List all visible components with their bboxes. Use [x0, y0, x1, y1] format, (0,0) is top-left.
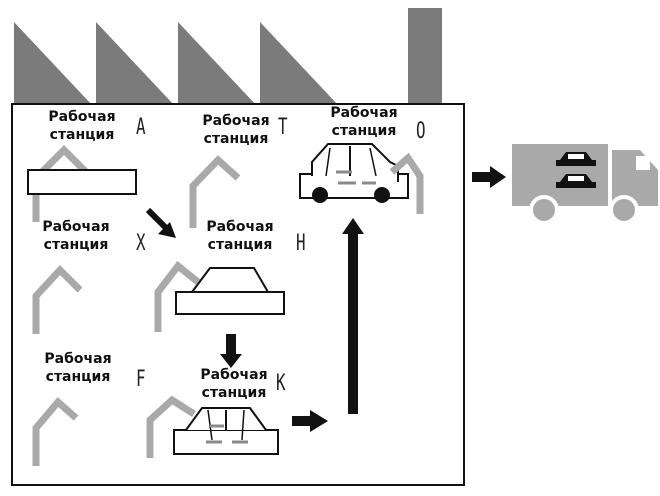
station-letter-k: K — [276, 371, 286, 396]
factory-roof — [14, 8, 442, 105]
station-label-f: Рабочая станция — [44, 350, 111, 386]
finished-car-o — [299, 143, 409, 203]
arrow-a-to-h — [145, 207, 176, 238]
station-letter-x: X — [136, 231, 146, 256]
roof-tooth-3 — [178, 22, 256, 105]
robot-arm-h — [154, 261, 201, 332]
station-label-h: Рабочая станция — [206, 218, 273, 254]
station-label-o: Рабочая станция — [330, 104, 397, 140]
station-letter-a: A — [136, 115, 146, 140]
delivery-truck — [512, 144, 658, 225]
station-o-line1: Рабочая — [330, 105, 398, 121]
arrow-h-to-k — [220, 334, 242, 368]
platform-a — [27, 169, 137, 195]
robot-arm-x — [32, 264, 83, 334]
station-letter-t: T — [278, 115, 288, 140]
arrow-up-to-o — [342, 218, 364, 414]
arrow-k-right — [292, 410, 328, 432]
car-shell-h — [175, 267, 285, 315]
robot-arm-k — [146, 395, 196, 458]
station-f-line2: станция — [45, 369, 111, 385]
car-frame-k — [173, 407, 279, 455]
station-h-line2: станция — [207, 237, 273, 253]
station-letter-f: F — [136, 367, 146, 392]
station-x-line1: Рабочая — [42, 219, 110, 235]
station-label-k: Рабочая станция — [200, 366, 267, 402]
factory-chimney — [408, 8, 442, 105]
robot-arm-o — [389, 152, 424, 214]
arrow-to-truck — [472, 166, 506, 188]
station-f-line1: Рабочая — [44, 351, 112, 367]
station-t-line1: Рабочая — [202, 113, 270, 129]
roof-tooth-4 — [260, 22, 338, 105]
station-k-line2: станция — [201, 385, 267, 401]
station-a-line1: Рабочая — [48, 109, 116, 125]
station-label-a: Рабочая станция — [48, 108, 115, 144]
station-label-t: Рабочая станция — [202, 112, 269, 148]
robot-arm-f — [32, 397, 79, 466]
robot-arm-a — [32, 145, 93, 222]
factory-building — [11, 103, 465, 486]
station-letter-o: O — [416, 119, 426, 144]
station-a-line2: станция — [49, 127, 115, 143]
station-k-line1: Рабочая — [200, 367, 268, 383]
station-x-line2: станция — [43, 237, 109, 253]
station-t-line2: станция — [203, 131, 269, 147]
station-h-line1: Рабочая — [206, 219, 274, 235]
station-o-line2: станция — [331, 123, 397, 139]
robot-arm-t — [189, 155, 241, 228]
station-letter-h: H — [296, 231, 306, 256]
station-label-x: Рабочая станция — [42, 218, 109, 254]
roof-tooth-1 — [14, 22, 92, 105]
roof-tooth-2 — [96, 22, 174, 105]
